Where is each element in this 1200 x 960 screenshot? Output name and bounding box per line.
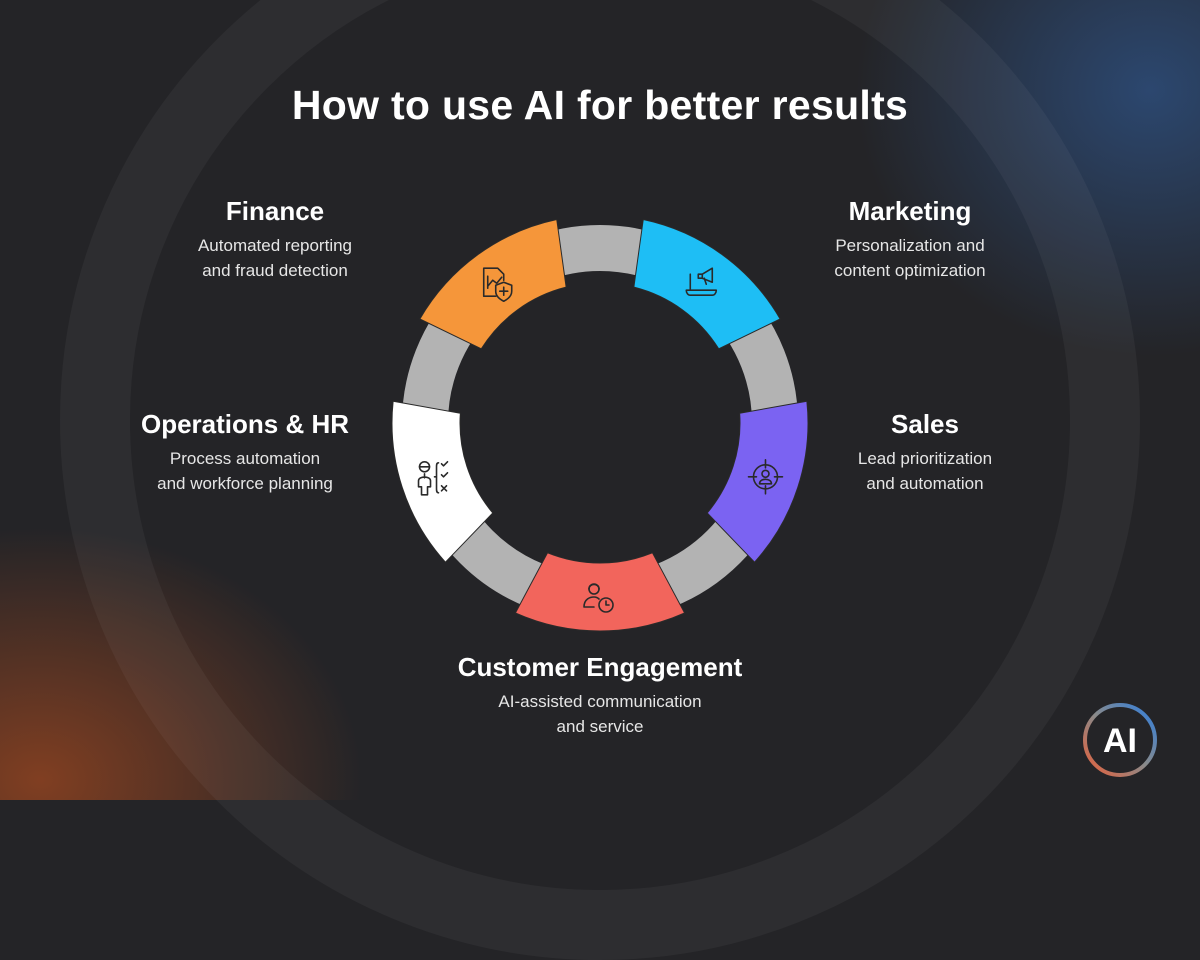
ai-logo: AI: [1083, 703, 1157, 777]
stage-desc: and workforce planning: [157, 474, 333, 493]
stage-desc: Lead prioritization: [857, 449, 993, 468]
stage-label-customer-engagement: Customer Engagement AI-assisted communic…: [400, 652, 800, 739]
logo-text: AI: [1103, 722, 1137, 760]
cycle-segment-operations-hr: [391, 400, 494, 563]
stage-desc: Personalization and: [835, 236, 985, 255]
agent-clock-icon: [583, 583, 614, 613]
finance-report-shield-icon: [482, 267, 513, 303]
cycle-diagram: [391, 218, 809, 632]
stage-title: Marketing: [848, 196, 972, 226]
page-title: How to use AI for better results: [291, 82, 909, 128]
target-person-icon: [747, 458, 784, 495]
stage-desc: and fraud detection: [202, 261, 348, 280]
stage-label-operations-hr: Operations & HR Process automation and w…: [85, 409, 405, 496]
stage-label-sales: Sales Lead prioritization and automation: [765, 409, 1085, 496]
stage-label-marketing: Marketing Personalization and content op…: [750, 196, 1070, 283]
cycle-segment-customer-engagement: [514, 552, 686, 632]
stage-title: Sales: [891, 409, 959, 439]
stage-desc: and service: [556, 717, 644, 736]
stage-title: Operations & HR: [140, 409, 350, 439]
stage-desc: AI-assisted communication: [498, 692, 702, 711]
stage-title: Finance: [225, 196, 325, 226]
stage-desc: Automated reporting: [197, 236, 353, 255]
stage-desc: content optimization: [834, 261, 986, 280]
stage-desc: and automation: [866, 474, 984, 493]
laptop-megaphone-icon: [685, 267, 718, 297]
stage-label-finance: Finance Automated reporting and fraud de…: [115, 196, 435, 283]
cycle-segment-sales: [706, 400, 809, 563]
cycle-segment-finance: [419, 218, 567, 350]
stage-desc: Process automation: [169, 449, 321, 468]
stage-title: Customer Engagement: [457, 652, 743, 682]
worker-checklist-icon: [417, 460, 449, 496]
